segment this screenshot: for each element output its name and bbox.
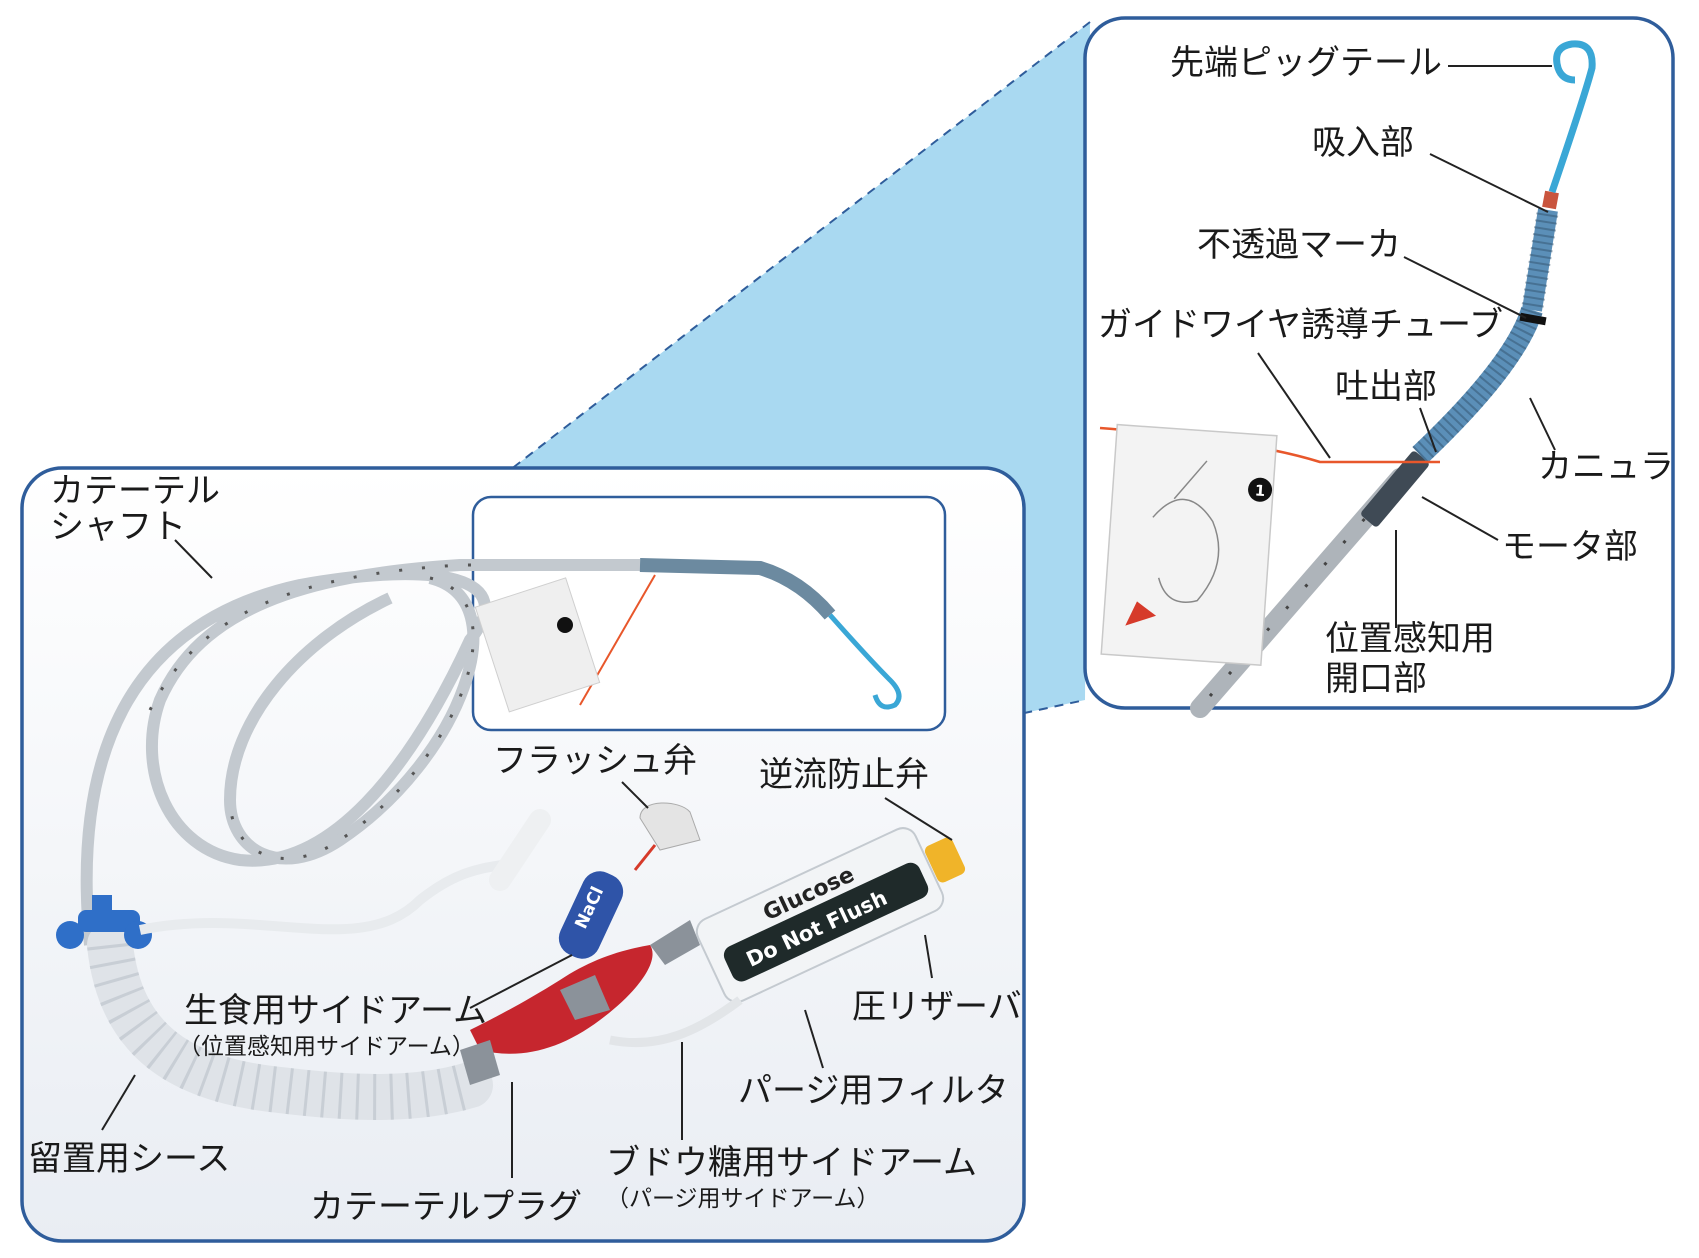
leader-catheter-shaft (174, 539, 213, 579)
zoom-card-number: 1 (1254, 481, 1266, 500)
introducer-sheath-body (87, 922, 493, 1120)
flush-valve-wire (633, 844, 657, 871)
label-pressure-opening-line1: 位置感知用 (1325, 619, 1495, 659)
leader-saline-sidearm (469, 954, 573, 1009)
label-outflow: 吐出部 (1335, 367, 1437, 407)
leader-cannula (1529, 397, 1556, 451)
leader-flush-valve (621, 781, 649, 809)
zoom-catheter-shaft-dots (1208, 483, 1397, 697)
zoom-catheter (1099, 40, 1596, 718)
label-pigtail-tip: 先端ピッグテール (1170, 43, 1442, 83)
label-radiopaque-marker: 不透過マーカ (1197, 225, 1401, 265)
leader-introducer-sheath (101, 1074, 136, 1131)
label-glucose-sidearm: ブドウ糖用サイドアーム (606, 1143, 977, 1183)
label-pressure-reservoir: 圧リザーバ (852, 987, 1022, 1027)
label-introducer-sheath: 留置用シース (28, 1139, 231, 1179)
zoom-motor-body (1361, 451, 1429, 527)
zoom-pigtail (1548, 40, 1596, 194)
label-catheter-shaft-line1: カテーテル (50, 471, 220, 511)
flush-valve-body (639, 802, 701, 851)
main-leader-lines (101, 539, 953, 1178)
zoom-marker-band (1519, 312, 1547, 326)
zoom-cannula-lower (1412, 306, 1543, 463)
label-pressure-opening-line2: 開口部 (1325, 659, 1427, 699)
inset-card (474, 577, 601, 713)
catheter-plug (470, 945, 653, 1054)
label-catheter-shaft-line2: シャフト (50, 507, 186, 547)
glucose-sidearm-tube (609, 996, 743, 1048)
label-saline-sidearm-sub: （位置感知用サイドアーム） (178, 1034, 475, 1060)
plug-gray-top (650, 920, 700, 965)
check-valve (924, 837, 966, 883)
label-flush-valve: フラッシュ弁 (493, 741, 697, 781)
plug-gray-cap (460, 1040, 500, 1085)
leader-guidewire-tube (1257, 352, 1331, 459)
saline-sidearm-body (558, 871, 624, 959)
leader-check-valve (884, 797, 953, 841)
inset-pigtail (828, 613, 902, 710)
inset-catheter-tip (474, 558, 902, 713)
sheath-hub (56, 895, 152, 949)
label-motor: モータ部 (1502, 527, 1638, 567)
label-saline-sidearm: 生食用サイドアーム (184, 991, 487, 1031)
leader-motor (1421, 496, 1499, 541)
label-check-valve: 逆流防止弁 (759, 755, 929, 795)
label-cannula: カニュラ (1538, 447, 1674, 487)
inset-cannula (639, 558, 836, 620)
leader-outflow (1419, 407, 1437, 453)
zoom-instruction-card: 1 (1100, 423, 1278, 666)
leader-inflow (1429, 153, 1549, 213)
flush-connector (489, 809, 551, 891)
leader-purge-filter (804, 1009, 824, 1069)
zoom-dashed-line-top (474, 21, 1091, 498)
zoom-cannula-upper (1522, 208, 1558, 312)
zoom-card-number-badge (1248, 477, 1273, 502)
zoom-leader-lines (1257, 65, 1556, 628)
label-catheter-plug: カテーテルプラグ (310, 1187, 582, 1227)
inset-card-badge (557, 617, 573, 633)
label-purge-filter: パージ用フィルタ (738, 1071, 1009, 1111)
zoom-inflow-window (1542, 190, 1559, 210)
label-guidewire-tube: ガイドワイヤ誘導チューブ (1098, 305, 1503, 345)
label-glucose-sidearm-sub: （パージ用サイドアーム） (606, 1186, 880, 1212)
leader-marker (1403, 256, 1527, 319)
label-inflow: 吸入部 (1312, 123, 1414, 163)
sheath-sidearm-tube (138, 855, 523, 935)
plug-gray-arm (560, 975, 610, 1020)
leader-pressure-reservoir (924, 934, 933, 979)
